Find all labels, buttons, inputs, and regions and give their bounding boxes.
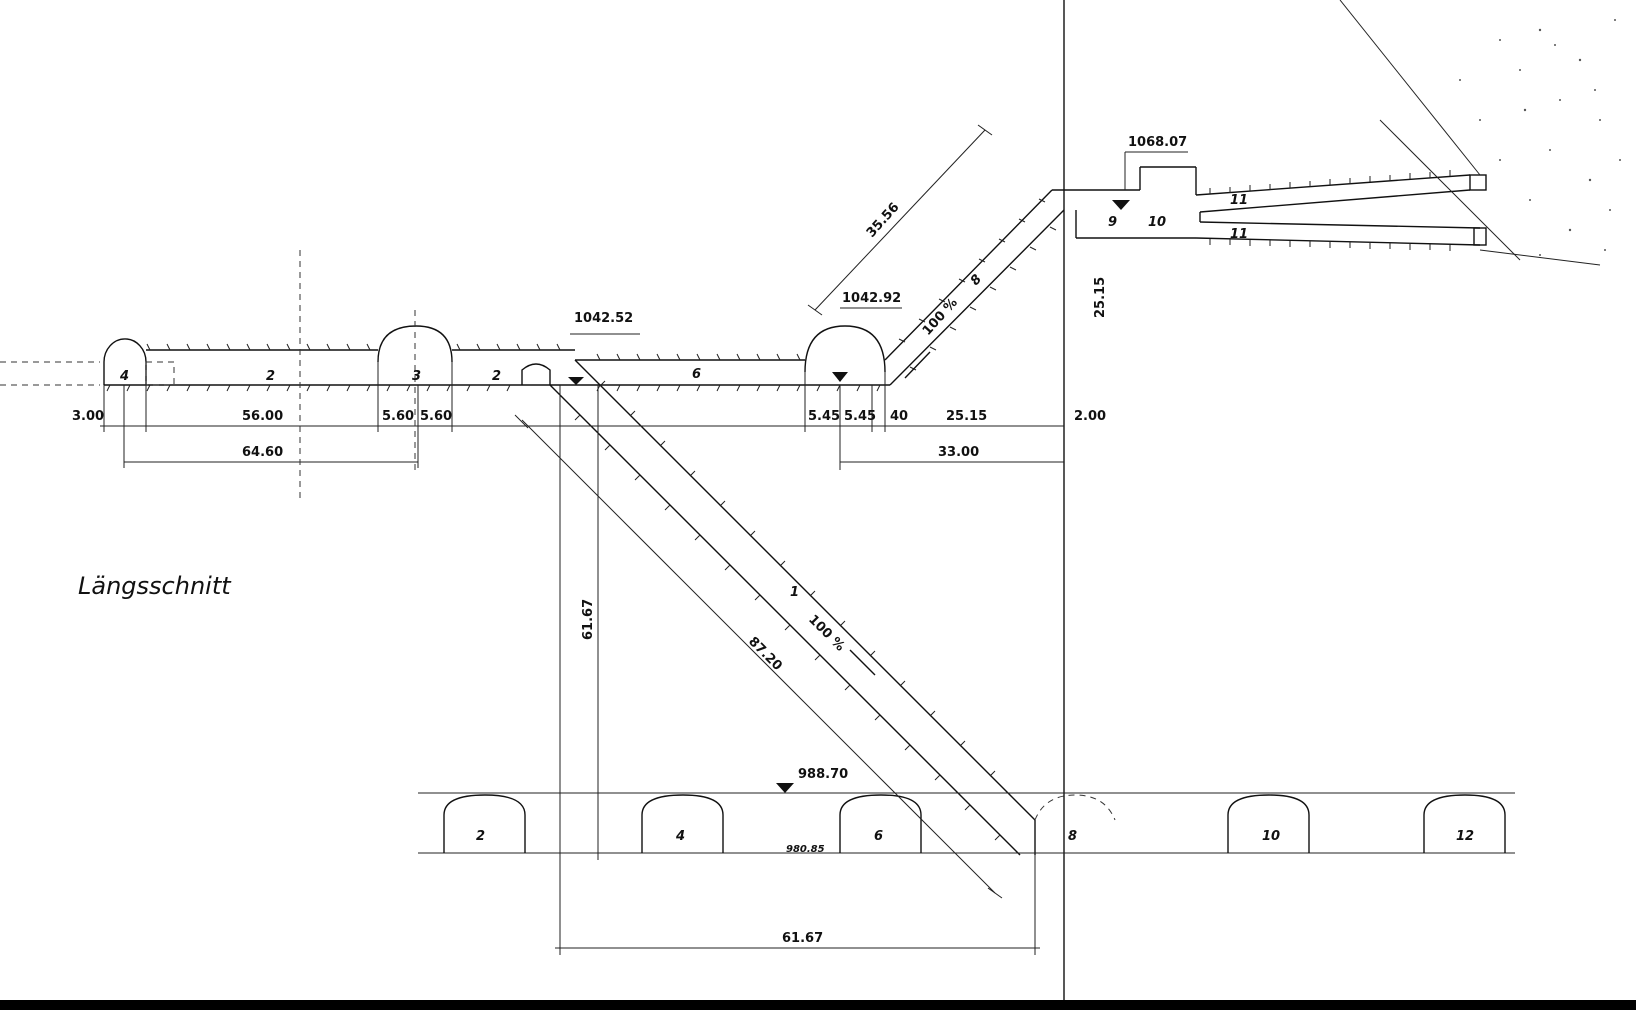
dim-25-15: 25.15 — [946, 409, 987, 424]
dim-64-60: 64.60 — [242, 445, 283, 460]
dim-5-45-a: 5.45 — [808, 409, 840, 424]
dim-40: 40 — [890, 409, 908, 424]
section-2-b: 2 — [492, 369, 501, 384]
lower-gallery-2: 2 — [476, 829, 485, 844]
section-6: 6 — [692, 367, 701, 382]
dim-61-67-vertical: 61.67 — [581, 599, 596, 640]
elevation-lower-level: 988.70 — [798, 767, 848, 782]
section-1: 1 — [790, 585, 799, 600]
upper-incline — [884, 166, 1197, 386]
right-galleries — [1195, 0, 1621, 266]
dim-61-67-horizontal: 61.67 — [782, 931, 823, 946]
gradient-lower: 100 % — [805, 612, 847, 654]
dim-25-15-vertical: 25.15 — [1093, 277, 1108, 318]
elevation-top-left: 1042.52 — [574, 311, 633, 326]
dim-35-56: 35.56 — [864, 200, 903, 241]
lower-gallery-10: 10 — [1262, 829, 1280, 844]
section-3: 3 — [412, 369, 421, 384]
section-8: 8 — [968, 272, 985, 289]
lower-gallery-6: 6 — [874, 829, 883, 844]
lower-gallery-12: 12 — [1456, 829, 1474, 844]
gradient-lower-arrow — [849, 649, 876, 676]
dim-2-00: 2.00 — [1074, 409, 1106, 424]
dim-5-60-a: 5.60 — [382, 409, 414, 424]
elevation-top-mid: 1042.92 — [842, 291, 901, 306]
upper-tunnel — [0, 325, 890, 392]
scan-bottom-border — [0, 1000, 1636, 1010]
dimension-lines — [100, 124, 1188, 955]
lower-incline — [549, 359, 1036, 856]
dim-3-00: 3.00 — [72, 409, 104, 424]
dim-5-45-b: 5.45 — [844, 409, 876, 424]
lower-gallery-4: 4 — [675, 829, 685, 844]
dim-33-00: 33.00 — [938, 445, 979, 460]
dim-87-20: 87.20 — [745, 634, 785, 674]
dim-5-60-b: 5.60 — [420, 409, 452, 424]
section-11-a: 11 — [1230, 193, 1248, 208]
section-4: 4 — [119, 369, 129, 384]
section-9: 9 — [1108, 215, 1117, 230]
section-2-a: 2 — [266, 369, 275, 384]
gradient-upper: 100 % — [920, 295, 961, 338]
lower-gallery-8: 8 — [1068, 829, 1077, 844]
elevation-top-right: 1068.07 — [1128, 135, 1187, 150]
gradient-upper-arrow — [904, 351, 931, 379]
section-10: 10 — [1148, 215, 1166, 230]
lower-level — [418, 792, 1515, 854]
elevation-lower-floor: 980.85 — [786, 844, 825, 855]
rock-stipple — [1459, 19, 1621, 256]
section-11-b: 11 — [1230, 227, 1248, 242]
drawing-title: Längsschnitt — [78, 572, 232, 600]
dim-56-00: 56.00 — [242, 409, 283, 424]
